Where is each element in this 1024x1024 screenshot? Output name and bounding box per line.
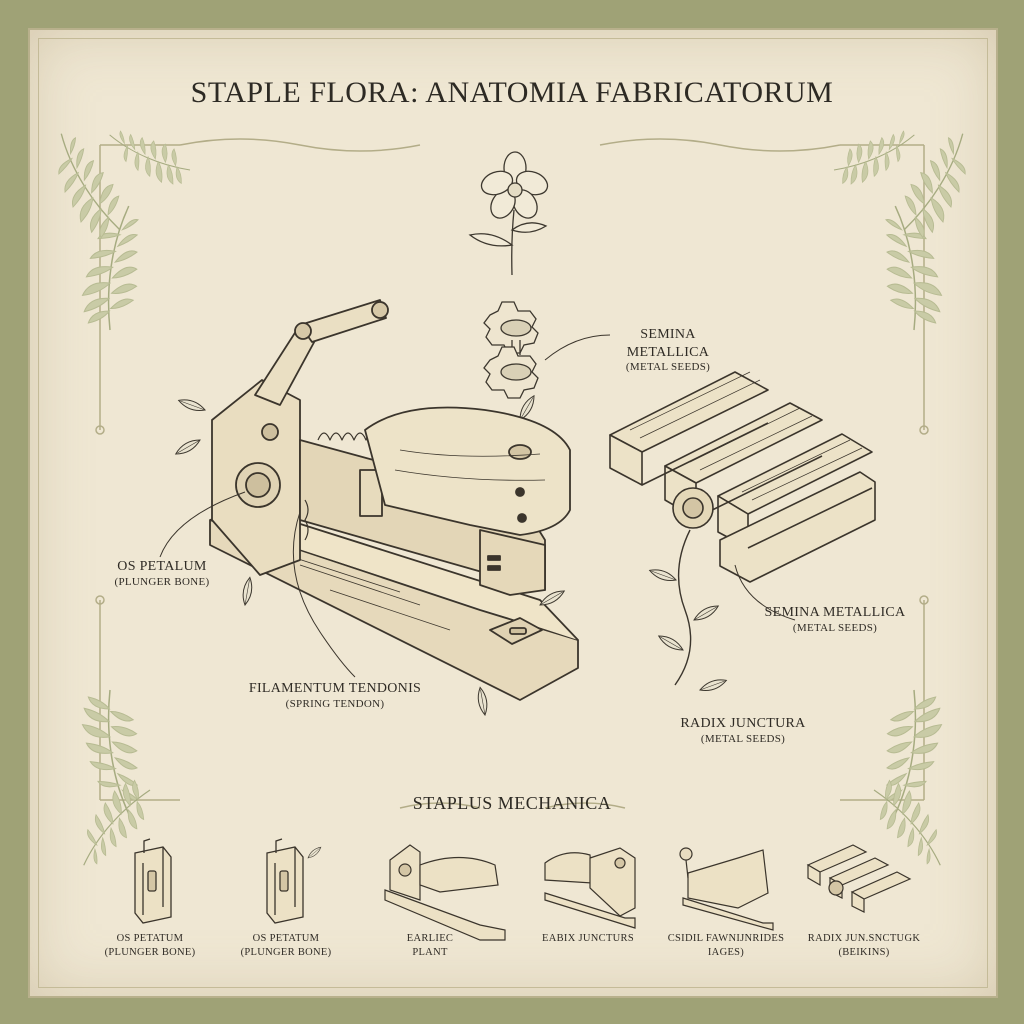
corner-fern-bottom-right-2 xyxy=(855,775,963,869)
corner-fern-top-right-2 xyxy=(874,129,999,245)
inner-border xyxy=(38,38,988,988)
callout-filamentum-sub: (SPRING TENDON) xyxy=(285,697,385,710)
thumbnail-plunger-bone-leaf xyxy=(266,838,304,924)
corner-fern-top-right-3 xyxy=(832,124,916,190)
thumbnail-caption-4: EABIX JUNCTURS xyxy=(518,932,658,946)
wooden-stapler-illustration xyxy=(209,299,579,701)
thumbnail-caption-5-line1: CSIDIL FAWNIJNRIDES xyxy=(667,933,785,944)
thumbnail-staple-bars xyxy=(806,844,912,913)
callout-filamentum-label: FILAMENTUM TENDONIS xyxy=(248,681,422,696)
thumbnail-leaf xyxy=(306,845,323,861)
gear-icon xyxy=(483,301,539,399)
thumbnail-stapler-side xyxy=(544,847,636,929)
corner-fern-top-left-2 xyxy=(25,129,150,245)
thumbnail-caption-2-line1: OS PETATUM xyxy=(252,933,320,944)
callout-filamentum: FILAMENTUM TENDONIS (SPRING TENDON) xyxy=(240,680,430,711)
section-title: STAPLUS MECHANICA xyxy=(412,793,612,813)
corner-fern-top-right xyxy=(853,203,970,337)
corner-fern-top-left-3 xyxy=(108,124,192,190)
staple-bars-illustration xyxy=(609,371,876,583)
thumbnail-caption-3-line1: EARLIEC xyxy=(406,933,454,944)
thumbnail-stapler-flower xyxy=(679,847,774,931)
vine-leaf-1 xyxy=(647,566,678,585)
stapler-leaf-3 xyxy=(240,576,255,607)
vine-leaf-2 xyxy=(691,602,721,624)
thumbnail-stapler-plant xyxy=(384,844,506,941)
leader-lines xyxy=(159,334,796,678)
callout-semina-top-label: SEMINA METALLICA xyxy=(626,327,710,360)
stapler-leaf-1 xyxy=(176,396,207,415)
thumbnail-caption-6: RADIX JUN.SNCTUGK (BEIKINS) xyxy=(794,932,934,959)
thumbnail-caption-4-line1: EABIX JUNCTURS xyxy=(542,933,634,944)
stapler-leaf-2 xyxy=(173,436,203,458)
thumbnail-caption-5-line2: IAGES) xyxy=(707,946,745,958)
stapler-leaf-5 xyxy=(475,686,490,717)
callout-os-petalum-sub: (PLUNGER BONE) xyxy=(114,575,210,588)
callout-semina-top-sub: (METAL SEEDS) xyxy=(625,361,711,373)
callout-radix-sub: (METAL SEEDS) xyxy=(700,732,786,745)
thumbnail-caption-1: OS PETATUM (PLUNGER BONE) xyxy=(80,932,220,959)
corner-fern-top-left xyxy=(54,203,171,337)
vine-leaf-3 xyxy=(656,632,686,654)
callout-semina-right-sub: (METAL SEEDS) xyxy=(792,621,878,634)
callout-os-petalum: OS PETALUM (PLUNGER BONE) xyxy=(92,558,232,589)
thumbnail-caption-6-line2: (BEIKINS) xyxy=(838,946,890,958)
callout-radix-label: RADIX JUNCTURA xyxy=(680,716,806,731)
thumbnail-caption-6-line1: RADIX JUN.SNCTUGK xyxy=(807,933,921,944)
thumbnail-caption-2-line2: (PLUNGER BONE) xyxy=(240,946,332,958)
vine-root xyxy=(674,529,692,686)
callout-semina-right: SEMINA METALLICA (METAL SEEDS) xyxy=(760,604,910,635)
thumbnail-caption-2: OS PETATUM (PLUNGER BONE) xyxy=(216,932,356,959)
page-title: STAPLE FLORA: ANATOMIA FABRICATORUM xyxy=(190,76,834,109)
callout-radix: RADIX JUNCTURA (METAL SEEDS) xyxy=(668,715,818,746)
thumbnail-caption-5: CSIDIL FAWNIJNRIDES IAGES) xyxy=(656,932,796,959)
thumbnail-caption-3: EARLIEC PLANT xyxy=(360,932,500,959)
callout-os-petalum-label: OS PETALUM xyxy=(117,559,207,574)
flower-icon xyxy=(468,151,549,276)
callout-semina-top: SEMINA METALLICA (METAL SEEDS) xyxy=(598,326,738,375)
thumbnail-caption-3-line2: PLANT xyxy=(412,946,448,958)
thumbnail-caption-1-line1: OS PETATUM xyxy=(116,933,184,944)
thumbnail-caption-1-line2: (PLUNGER BONE) xyxy=(104,946,196,958)
callout-semina-right-label: SEMINA METALLICA xyxy=(764,605,906,620)
thumbnail-plunger-bone xyxy=(134,838,172,924)
vine-leaf-4 xyxy=(698,676,729,695)
